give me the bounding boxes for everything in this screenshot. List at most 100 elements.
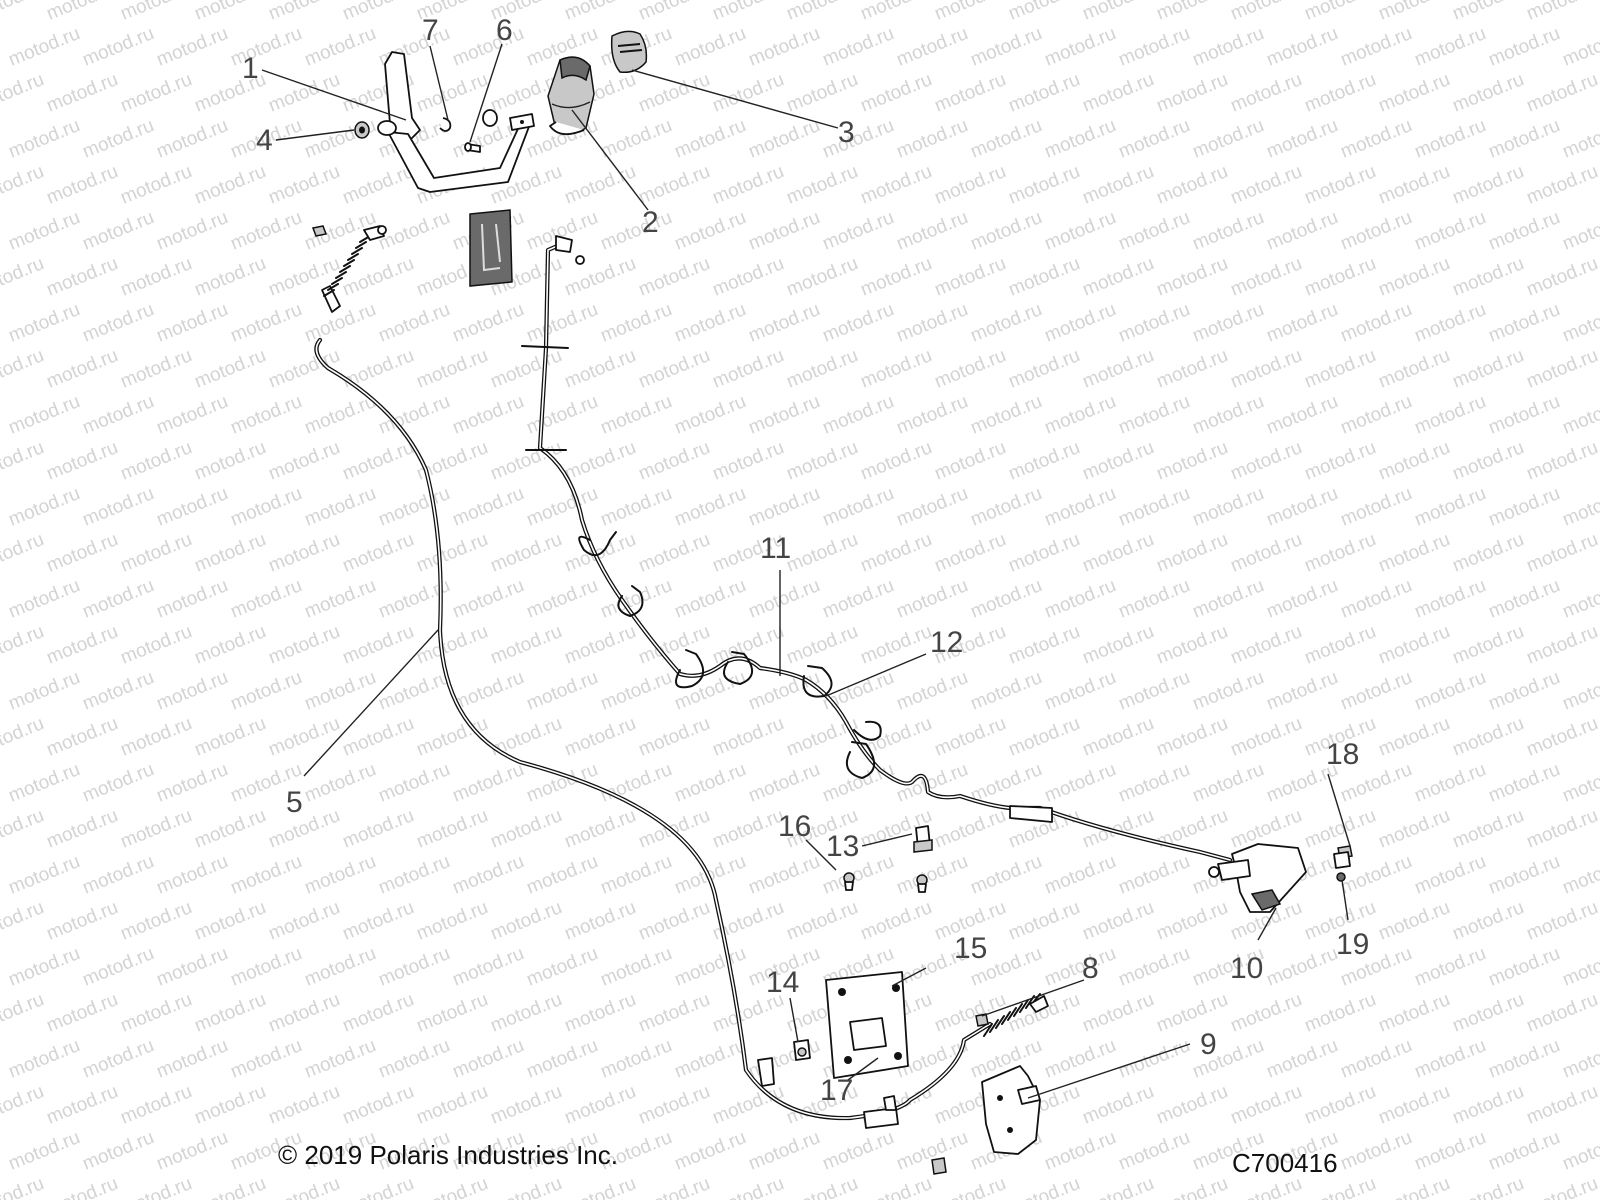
watermark-text: motod.ru bbox=[488, 621, 565, 669]
watermark-text: motod.ru bbox=[1486, 1035, 1563, 1083]
watermark-text: motod.ru bbox=[1006, 621, 1083, 669]
watermark-text: motod.ru bbox=[1524, 437, 1600, 485]
watermark-text: motod.ru bbox=[1264, 483, 1341, 531]
watermark-text: motod.ru bbox=[746, 1127, 823, 1175]
watermark-text: motod.ru bbox=[968, 575, 1045, 623]
cable-mounting-bracket bbox=[1208, 843, 1307, 913]
watermark-text: motod.ru bbox=[1042, 667, 1119, 715]
watermark-text: motod.ru bbox=[636, 253, 713, 301]
watermark-text: motod.ru bbox=[746, 23, 823, 71]
watermark-text: motod.ru bbox=[266, 529, 343, 577]
watermark-text: motod.ru bbox=[746, 575, 823, 623]
watermark-text: motod.ru bbox=[1338, 207, 1415, 255]
callout-17: 17 bbox=[820, 1074, 853, 1107]
watermark-text: motod.ru bbox=[1042, 391, 1119, 439]
watermark-text: motod.ru bbox=[1376, 437, 1453, 485]
callout-16: 16 bbox=[778, 810, 811, 843]
watermark-text: motod.ru bbox=[746, 483, 823, 531]
watermark-text: motod.ru bbox=[820, 391, 897, 439]
watermark-text: motod.ru bbox=[340, 1173, 417, 1200]
watermark-text: motod.ru bbox=[746, 391, 823, 439]
watermark-text: motod.ru bbox=[1042, 115, 1119, 163]
watermark-text: motod.ru bbox=[524, 1035, 601, 1083]
watermark-text: motod.ru bbox=[340, 253, 417, 301]
watermark-text: motod.ru bbox=[1302, 0, 1379, 25]
watermark-text: motod.ru bbox=[598, 207, 675, 255]
watermark-text: motod.ru bbox=[524, 299, 601, 347]
watermark-text: motod.ru bbox=[1228, 529, 1305, 577]
watermark-text: motod.ru bbox=[302, 943, 379, 991]
callout-12: 12 bbox=[930, 626, 963, 659]
watermark-text: motod.ru bbox=[784, 897, 861, 945]
watermark-text: motod.ru bbox=[6, 23, 83, 71]
watermark-text: motod.ru bbox=[820, 207, 897, 255]
watermark-text: motod.ru bbox=[376, 759, 453, 807]
watermark-text: motod.ru bbox=[192, 529, 269, 577]
watermark-text: motod.ru bbox=[1080, 1173, 1157, 1200]
watermark-text: motod.ru bbox=[1006, 529, 1083, 577]
watermark-text: motod.ru bbox=[968, 207, 1045, 255]
watermark-text: motod.ru bbox=[1412, 1127, 1489, 1175]
watermark-text: motod.ru bbox=[1154, 345, 1231, 393]
watermark-text: motod.ru bbox=[672, 943, 749, 991]
watermark-text: motod.ru bbox=[672, 851, 749, 899]
watermark-text: motod.ru bbox=[80, 207, 157, 255]
watermark-text: motod.ru bbox=[80, 759, 157, 807]
watermark-text: motod.ru bbox=[1338, 667, 1415, 715]
watermark-text: motod.ru bbox=[228, 23, 305, 71]
watermark-text: motod.ru bbox=[192, 0, 269, 25]
watermark-text: motod.ru bbox=[340, 437, 417, 485]
watermark-text: motod.ru bbox=[44, 897, 121, 945]
watermark-text: motod.ru bbox=[562, 989, 639, 1037]
upper-nut bbox=[311, 225, 328, 237]
watermark-text: motod.ru bbox=[1338, 391, 1415, 439]
watermark-text: motod.ru bbox=[598, 115, 675, 163]
watermark-text: motod.ru bbox=[1450, 897, 1527, 945]
watermark-text: motod.ru bbox=[636, 897, 713, 945]
watermark-text: motod.ru bbox=[192, 989, 269, 1037]
watermark-text: motod.ru bbox=[1412, 23, 1489, 71]
callout-10: 10 bbox=[1230, 952, 1263, 985]
watermark-text: motod.ru bbox=[266, 0, 343, 25]
watermark-text: motod.ru bbox=[672, 299, 749, 347]
watermark-text: motod.ru bbox=[1154, 1173, 1231, 1200]
watermark-text: motod.ru bbox=[154, 207, 231, 255]
watermark-text: motod.ru bbox=[1338, 575, 1415, 623]
watermark-text: motod.ru bbox=[6, 299, 83, 347]
watermark-text: motod.ru bbox=[1080, 437, 1157, 485]
watermark-text: motod.ru bbox=[228, 575, 305, 623]
watermark-text: motod.ru bbox=[192, 805, 269, 853]
callout-3: 3 bbox=[838, 116, 855, 149]
figure-code: C700416 bbox=[1232, 1148, 1338, 1178]
watermark-text: motod.ru bbox=[1228, 161, 1305, 209]
watermark-text: motod.ru bbox=[672, 483, 749, 531]
watermark-text: motod.ru bbox=[1560, 1127, 1600, 1175]
watermark-text: motod.ru bbox=[450, 23, 527, 71]
watermark-text: motod.ru bbox=[0, 529, 47, 577]
watermark-text: motod.ru bbox=[1006, 0, 1083, 25]
watermark-text: motod.ru bbox=[1524, 1081, 1600, 1129]
watermark-text: motod.ru bbox=[1560, 207, 1600, 255]
watermark-text: motod.ru bbox=[80, 299, 157, 347]
watermark-text: motod.ru bbox=[266, 161, 343, 209]
watermark-text: motod.ru bbox=[858, 0, 935, 25]
watermark-text: motod.ru bbox=[1450, 69, 1527, 117]
watermark-text: motod.ru bbox=[0, 1173, 47, 1200]
watermark-text: motod.ru bbox=[968, 23, 1045, 71]
watermark-text: motod.ru bbox=[1264, 391, 1341, 439]
watermark-text: motod.ru bbox=[302, 23, 379, 71]
watermark-text: motod.ru bbox=[1376, 529, 1453, 577]
callout-2: 2 bbox=[642, 206, 659, 239]
watermark-text: motod.ru bbox=[1154, 69, 1231, 117]
watermark-text: motod.ru bbox=[968, 483, 1045, 531]
watermark-text: motod.ru bbox=[1376, 1173, 1453, 1200]
watermark-text: motod.ru bbox=[376, 299, 453, 347]
watermark-text: motod.ru bbox=[44, 0, 121, 25]
watermark-text: motod.ru bbox=[118, 437, 195, 485]
watermark-text: motod.ru bbox=[266, 621, 343, 669]
watermark-text: motod.ru bbox=[1412, 1035, 1489, 1083]
watermark-text: motod.ru bbox=[894, 23, 971, 71]
callout-15: 15 bbox=[954, 932, 987, 965]
watermark-text: motod.ru bbox=[44, 989, 121, 1037]
watermark-text: motod.ru bbox=[340, 897, 417, 945]
